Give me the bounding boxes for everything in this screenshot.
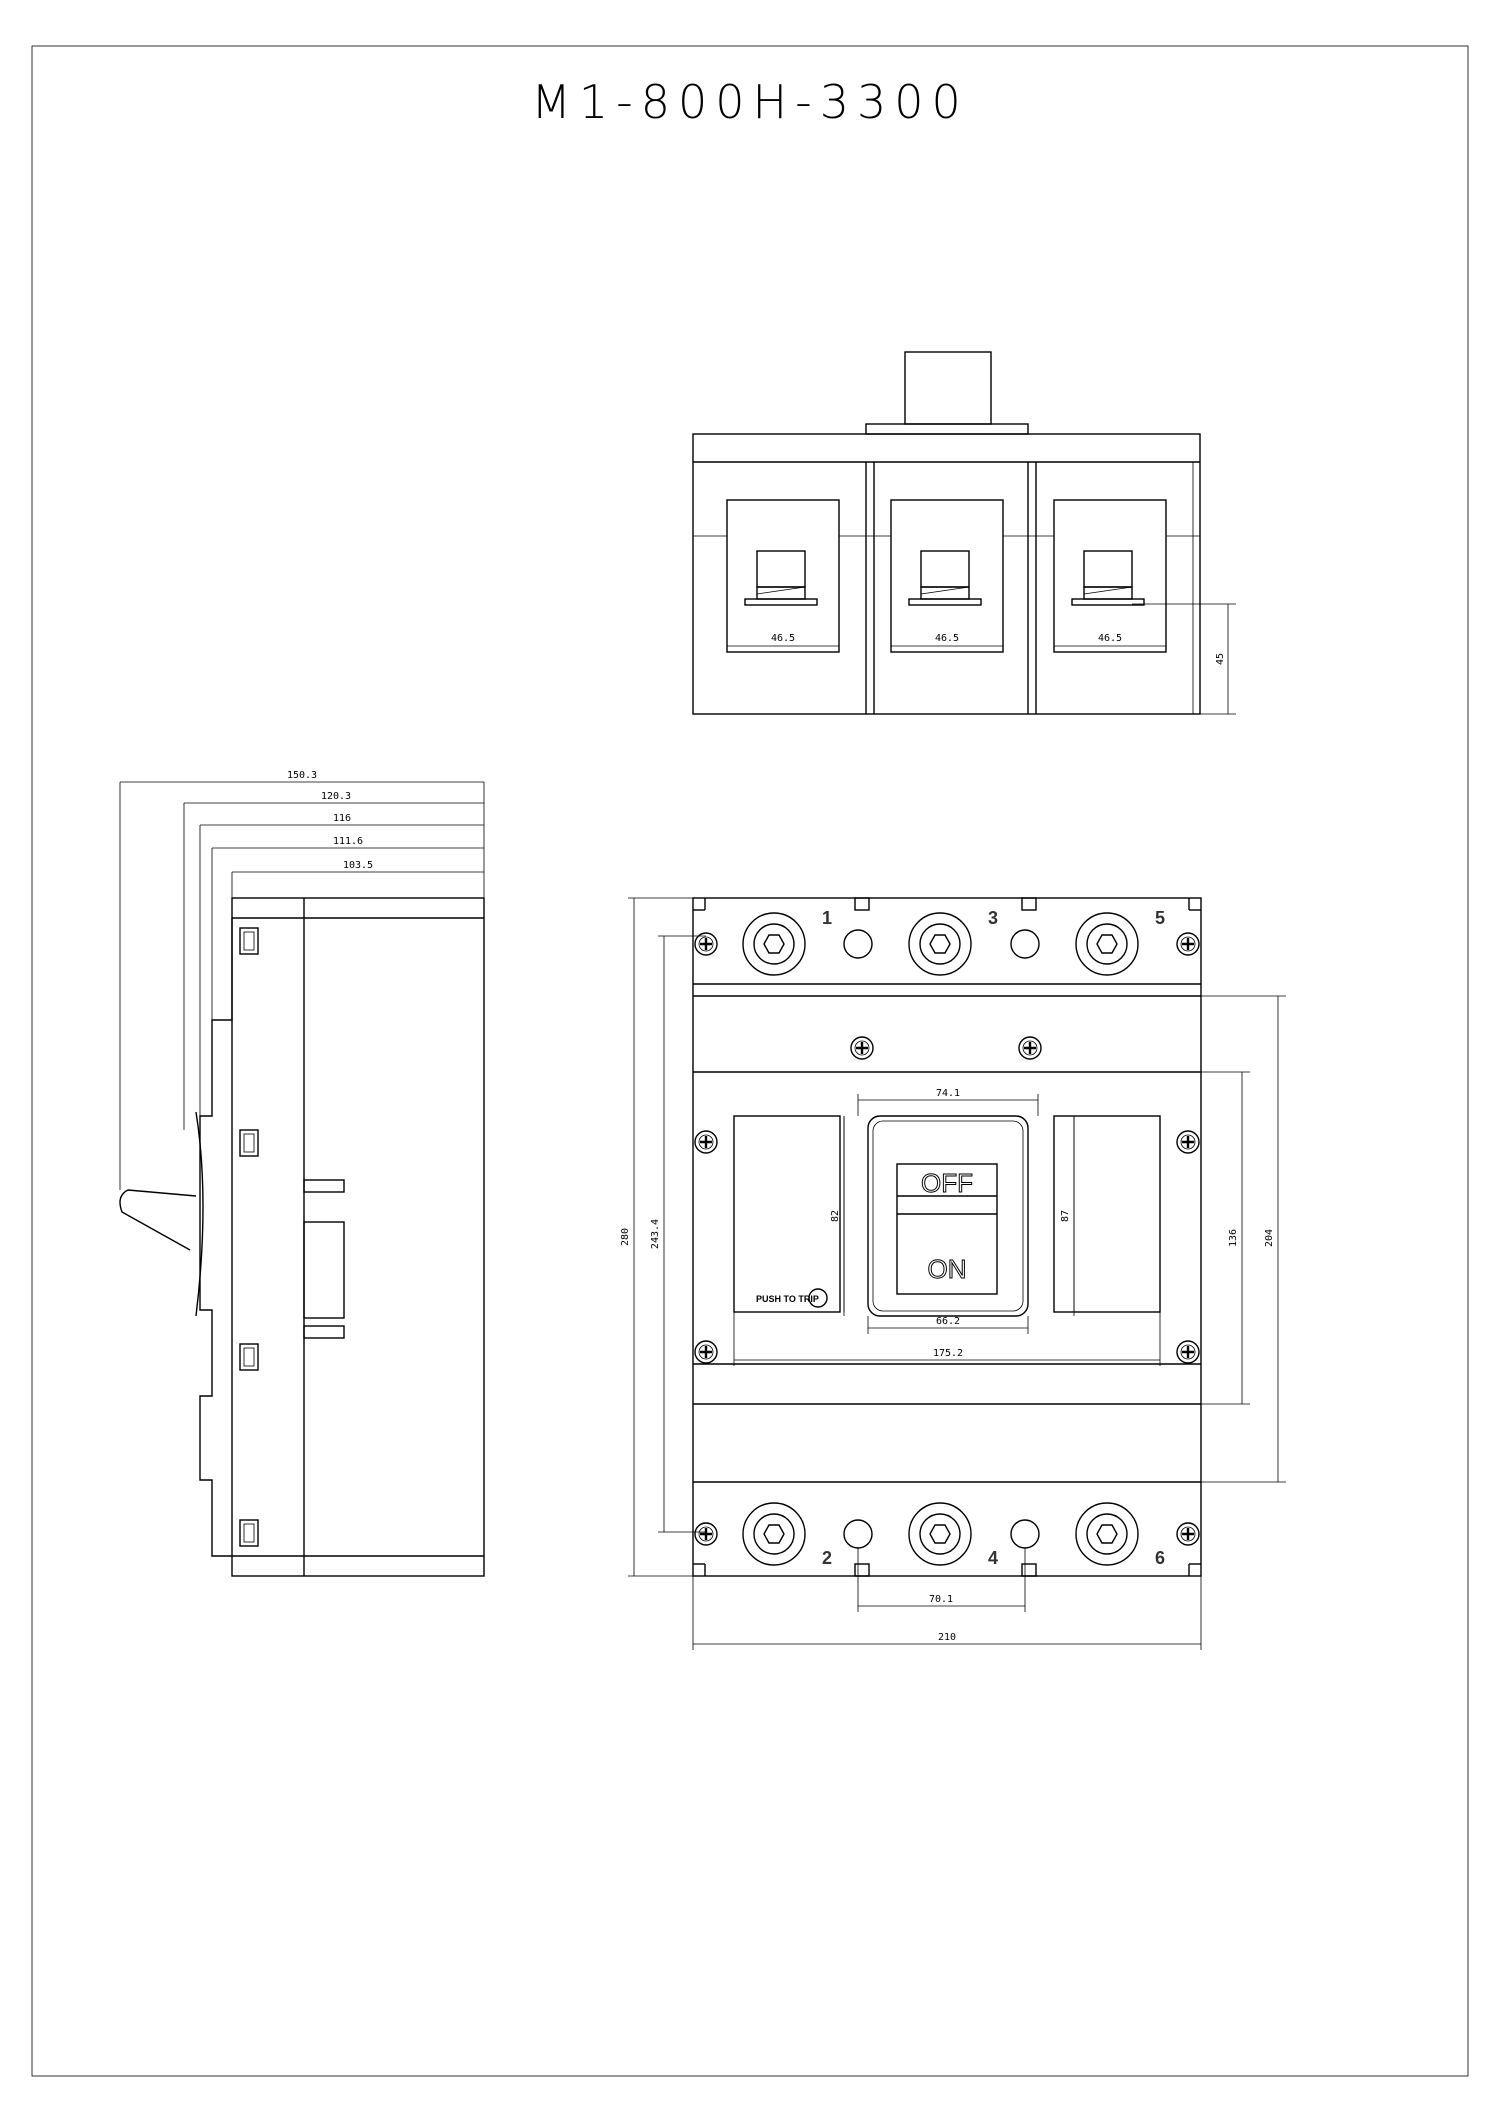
handle-window <box>867 1115 1029 1317</box>
dim-87: 87 <box>1060 1210 1071 1222</box>
terminal-screw-4[interactable] <box>908 1502 972 1566</box>
terminal-screw-2[interactable] <box>742 1502 806 1566</box>
dim-terminal-width-3: 46.5 <box>1098 633 1122 644</box>
terminal-screw-6[interactable] <box>1075 1502 1139 1566</box>
side-body <box>231 897 485 1577</box>
terminal-label-2: 2 <box>822 1548 832 1568</box>
front-view: 1 3 5 2 4 6 PUSH TO TRIP <box>620 897 1286 1650</box>
push-to-trip-label: PUSH TO TRIP <box>756 1294 819 1304</box>
sheet-border <box>31 45 1469 2077</box>
cross-screw-icon <box>1176 932 1200 956</box>
terminal-pocket-3 <box>1053 499 1167 653</box>
cross-screw-icon <box>694 1522 718 1546</box>
hex-socket-icon <box>763 934 785 954</box>
cross-screw-icon <box>694 1130 718 1154</box>
rocker-switch[interactable] <box>896 1163 998 1295</box>
terminal-label-5: 5 <box>1155 908 1165 928</box>
off-label: OFF <box>921 1168 973 1198</box>
terminal-pocket-2 <box>890 499 1004 653</box>
hex-socket-icon <box>929 1524 951 1544</box>
dim-terminal-width-2: 46.5 <box>935 633 959 644</box>
cross-screw-icon <box>850 1036 874 1060</box>
cross-screw-icon <box>1176 1340 1200 1364</box>
drawing-title: M1-800H-3300 <box>531 75 969 129</box>
terminal-screw-5[interactable] <box>1075 912 1139 976</box>
terminal-label-1: 1 <box>822 908 832 928</box>
cross-screw-icon <box>1018 1036 1042 1060</box>
top-view: 46.5 46.5 46.5 45 <box>692 351 1236 715</box>
terminal-label-3: 3 <box>988 908 998 928</box>
dim-side-120-3: 120.3 <box>321 791 351 802</box>
hex-socket-icon <box>1096 1524 1118 1544</box>
cross-screw-icon <box>1176 1522 1200 1546</box>
left-panel <box>733 1115 841 1313</box>
dim-243-4: 243.4 <box>650 1219 661 1249</box>
cross-screw-icon <box>694 932 718 956</box>
dim-terminal-width-1: 46.5 <box>771 633 795 644</box>
on-label: ON <box>928 1254 967 1284</box>
terminal-screw-1[interactable] <box>742 912 806 976</box>
cross-screw-icon <box>694 1340 718 1364</box>
dim-side-103-5: 103.5 <box>343 860 373 871</box>
dim-82: 82 <box>830 1210 841 1222</box>
terminal-label-4: 4 <box>988 1548 998 1568</box>
dim-74-1: 74.1 <box>936 1088 960 1099</box>
hex-socket-icon <box>1096 934 1118 954</box>
handle-lever[interactable] <box>119 1189 197 1251</box>
dim-175-2: 175.2 <box>933 1348 963 1359</box>
dim-280: 280 <box>620 1228 631 1246</box>
side-view: 150.3 120.3 116 111.6 103.5 <box>119 770 485 1577</box>
dim-66-2: 66.2 <box>936 1316 960 1327</box>
cross-screw-icon <box>1176 1130 1200 1154</box>
terminal-screw-3[interactable] <box>908 912 972 976</box>
aux-hole <box>843 929 873 959</box>
dim-210: 210 <box>938 1632 956 1643</box>
handle-stub <box>904 351 992 425</box>
dim-70-1: 70.1 <box>929 1594 953 1605</box>
aux-hole <box>1010 1519 1040 1549</box>
dim-204: 204 <box>1264 1229 1275 1247</box>
dim-136: 136 <box>1228 1229 1239 1247</box>
dim-side-116: 116 <box>333 813 351 824</box>
terminal-pocket-1 <box>726 499 840 653</box>
terminal-label-6: 6 <box>1155 1548 1165 1568</box>
front-body <box>692 897 1202 1577</box>
hex-socket-icon <box>763 1524 785 1544</box>
dim-side-111-6: 111.6 <box>333 836 363 847</box>
dim-terminal-height: 45 <box>1215 653 1226 665</box>
handle-base <box>865 423 1029 435</box>
right-panel <box>1053 1115 1161 1313</box>
aux-hole <box>843 1519 873 1549</box>
hex-socket-icon <box>929 934 951 954</box>
dim-side-150-3: 150.3 <box>287 770 317 781</box>
top-body <box>692 433 1201 715</box>
cover-screws <box>694 932 1200 1546</box>
aux-hole <box>1010 929 1040 959</box>
push-to-trip-button[interactable] <box>808 1288 828 1308</box>
